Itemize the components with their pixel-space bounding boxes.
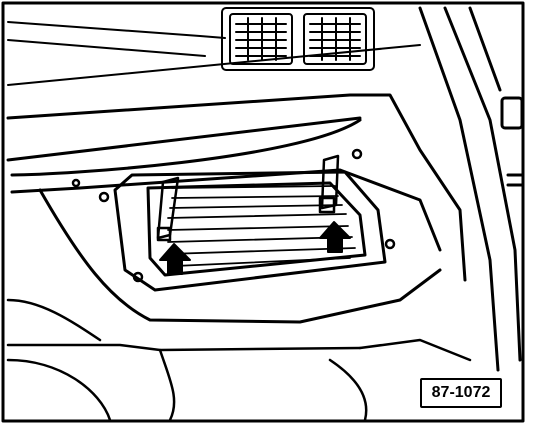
figure-reference-number: 87-1072: [420, 378, 502, 408]
center-air-vent: [221, 7, 375, 71]
screw-5: [71, 178, 81, 188]
arrow-up-icon: [319, 221, 351, 253]
retaining-tabs: [156, 154, 340, 242]
arrow-right: [319, 221, 351, 253]
vent-opening: [113, 170, 387, 292]
a-pillar: [418, 6, 524, 372]
screw-1: [98, 191, 110, 203]
screw-4: [132, 271, 144, 283]
arrow-left: [159, 243, 191, 275]
screw-3: [384, 238, 396, 250]
right-tab: [320, 154, 340, 210]
arrow-up-icon: [159, 243, 191, 275]
right-tab-end: [318, 196, 336, 214]
screw-2: [351, 148, 363, 160]
dash-panel: [6, 93, 467, 324]
left-tab-end: [156, 226, 172, 242]
figure-frame: [1, 1, 525, 423]
louver-slats: [167, 185, 356, 267]
dash-upper-edge: [7, 21, 421, 86]
floor-contours: [6, 298, 472, 422]
screws: [71, 148, 396, 283]
